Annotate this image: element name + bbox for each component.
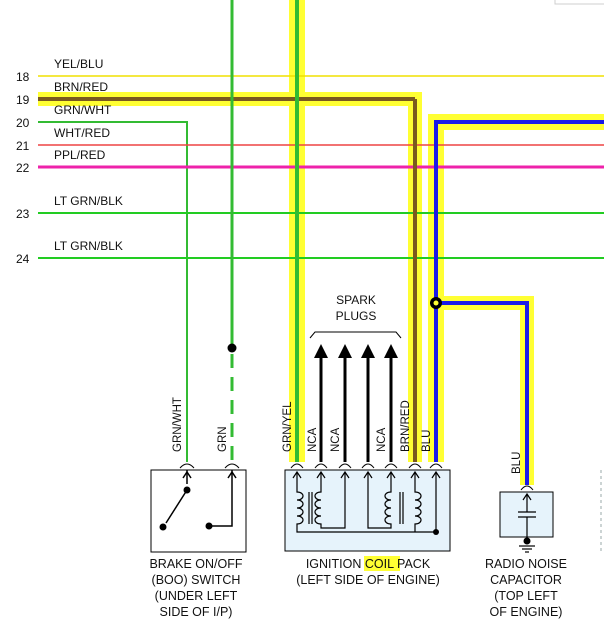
svg-text:OF ENGINE): OF ENGINE) (490, 605, 563, 619)
circuit-number: 23 (16, 207, 30, 221)
splice-dot-inner (433, 300, 439, 306)
wire-label-nca: NCA (330, 427, 342, 452)
wire-label-grn: GRN (217, 426, 229, 452)
window-corner (554, 0, 604, 5)
wire-label: LT GRN/BLK (54, 239, 123, 253)
circuit-number: 24 (16, 252, 30, 266)
svg-text:(TOP LEFT: (TOP LEFT (494, 589, 558, 603)
circuit-number: 19 (16, 93, 30, 107)
circuit-numbers: 18 19 20 21 22 23 24 (16, 70, 30, 266)
spark-plugs-bracket (309, 331, 402, 339)
svg-text:RADIO NOISE: RADIO NOISE (485, 557, 567, 571)
wire-label-nca: NCA (307, 427, 319, 452)
svg-text:SIDE OF I/P): SIDE OF I/P) (160, 605, 233, 619)
blu-wire-cap (436, 301, 529, 485)
wire-label: LT GRN/BLK (54, 194, 123, 208)
connector-terminal (520, 485, 534, 491)
spark-plugs-label: PLUGS (336, 309, 377, 323)
svg-text:(LEFT SIDE OF ENGINE): (LEFT SIDE OF ENGINE) (296, 573, 440, 587)
wire-label-grn-wht: GRN/WHT (172, 397, 184, 452)
wire-labels: YEL/BLU BRN/RED GRN/WHT WHT/RED PPL/RED … (54, 57, 123, 253)
boo-switch-label: BRAKE ON/OFF (BOO) SWITCH (UNDER LEFT SI… (149, 557, 242, 619)
svg-text:(UNDER LEFT: (UNDER LEFT (155, 589, 238, 603)
connector-terminals (179, 463, 240, 469)
capacitor-label: RADIO NOISE CAPACITOR (TOP LEFT OF ENGIN… (485, 557, 567, 619)
boo-switch (150, 463, 247, 553)
circuit-number: 22 (16, 161, 30, 175)
circuit-number: 20 (16, 116, 30, 130)
circuit-number: 21 (16, 139, 30, 153)
svg-text:IGNITION COIL PACK: IGNITION COIL PACK (306, 557, 431, 571)
coil-pack-label: IGNITION COIL PACK (LEFT SIDE OF ENGINE) (296, 556, 440, 587)
wire-label: GRN/WHT (54, 103, 112, 117)
wire-label: PPL/RED (54, 148, 106, 162)
splice-dot (227, 343, 237, 353)
wire-label-blu: BLU (421, 430, 433, 452)
connector-terminals (290, 463, 443, 469)
radio-noise-capacitor (499, 485, 554, 553)
spark-plugs-label: SPARK (336, 293, 376, 307)
circuit-number: 18 (16, 70, 30, 84)
svg-text:BRAKE ON/OFF: BRAKE ON/OFF (149, 557, 242, 571)
wire-label: YEL/BLU (54, 57, 103, 71)
blu-wire (434, 120, 604, 462)
svg-text:CAPACITOR: CAPACITOR (490, 573, 562, 587)
wire-label-grn-yel: GRN/YEL (282, 401, 294, 452)
wire-label: BRN/RED (54, 80, 108, 94)
svg-text:(BOO) SWITCH: (BOO) SWITCH (152, 573, 241, 587)
bus-wires (38, 75, 604, 462)
wire-label: WHT/RED (54, 126, 110, 140)
ignition-coil-pack (284, 463, 451, 552)
wire-label-nca: NCA (376, 427, 388, 452)
wire-20 (38, 121, 188, 462)
spark-plug-wires (314, 344, 398, 462)
wire-label-blu: BLU (511, 452, 523, 474)
wire-label-brn-red: BRN/RED (400, 400, 412, 452)
